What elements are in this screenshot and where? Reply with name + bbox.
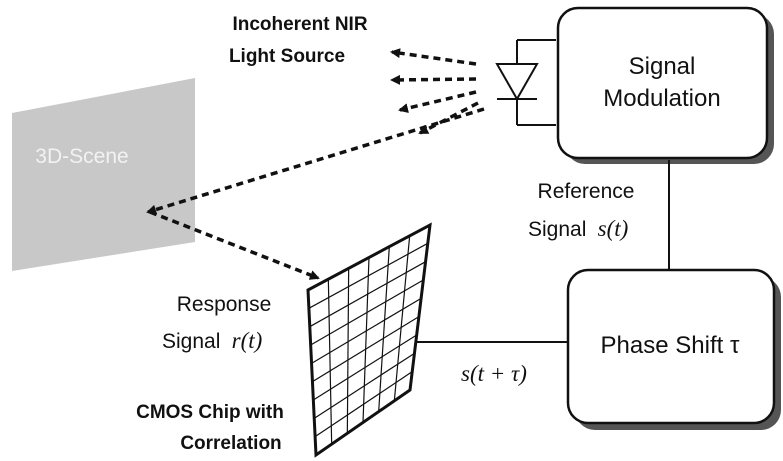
phase-shift-box: Phase Shift τ [566,268,781,430]
emission-arrow-2 [390,74,477,85]
led-diode-icon [495,39,556,126]
3d-scene-shape [12,78,195,271]
sensor-grid-row-line [313,334,417,401]
response-signal-label-line1: Response [177,293,272,316]
sensor-grid-row-line [308,242,429,309]
reference-signal-label-line1: Reference [538,180,635,203]
sensor-grid-row-line [311,297,422,364]
3d-scene: 3D-Scene [12,78,195,271]
sensor-grid-column-line [378,246,390,412]
reference-signal-label-line2: Signal s(t) [528,216,628,241]
cmos-sensor-grid [306,222,432,458]
sensor-grid-row-line [309,261,426,328]
emission-arrow-3 [398,90,477,114]
sensor-grid-column-line [362,257,370,423]
emission-arrows [146,48,485,280]
sensor-grid-column-line [327,279,333,445]
light-source-label-line2: Light Source [229,46,345,67]
emission-arrow-4 [418,101,479,135]
sensor-grid-row-line [310,279,424,346]
light-to-scene-arrow [146,107,485,215]
sensor-grid-row-line [313,352,415,419]
signal-modulation-box: Signal Modulation [556,6,774,164]
cmos-chip-label-line1: CMOS Chip with [136,402,284,423]
light-source-label-line1: Incoherent NIR [232,14,367,35]
phase-shift-label: Phase Shift τ [601,332,740,359]
sensor-grid-row-line [312,316,420,383]
emission-arrow-1 [390,48,477,66]
sensor-grid-column-line [346,268,350,434]
sensor-grid-row-line [314,371,413,438]
signal-modulation-label-line1: Signal [629,53,696,80]
scene-to-sensor-arrow [149,210,320,280]
sensor-grid-column-line [393,235,411,401]
cmos-chip-label-line2: Correlation [180,433,281,454]
response-signal-label-line2: Signal r(t) [162,328,262,353]
signal-modulation-label-line2: Modulation [603,85,720,112]
3d-scene-label: 3D-Scene [35,145,128,168]
shifted-signal-label: s(t + τ) [461,361,527,386]
